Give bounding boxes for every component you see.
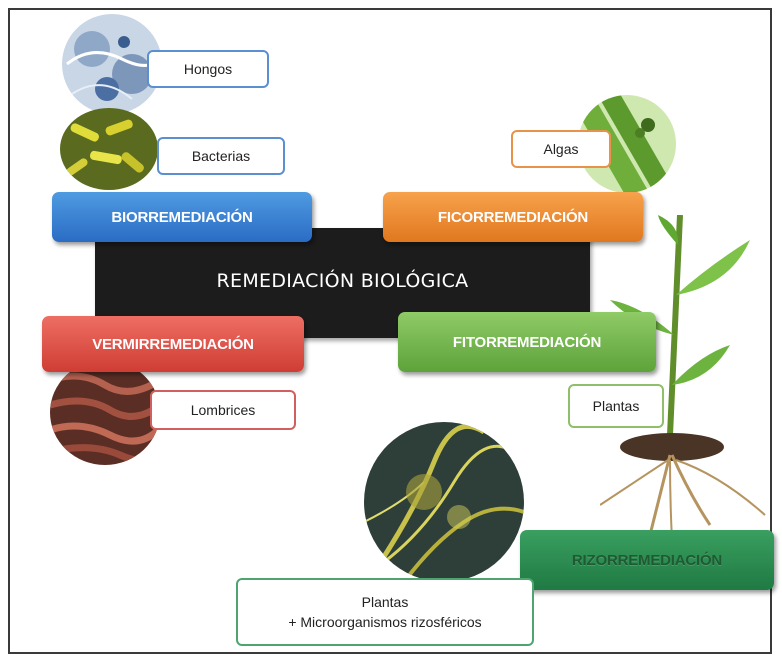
ficorremediacion-label: FICORREMEDIACIÓN (438, 209, 588, 226)
plantas-label-box: Plantas (568, 384, 664, 428)
rhizosphere-image (364, 422, 524, 582)
fitorremediacion-label: FITORREMEDIACIÓN (453, 334, 601, 351)
central-title: REMEDIACIÓN BIOLÓGICA (95, 270, 590, 292)
rizo-organisms-line1: Plantas (362, 592, 409, 612)
worms-image (50, 360, 160, 465)
fitorremediacion-box: FITORREMEDIACIÓN (398, 312, 656, 372)
vermirremediacion-box: VERMIRREMEDIACIÓN (42, 316, 304, 372)
hongos-label-box: Hongos (147, 50, 269, 88)
rizorremediacion-label: RIZORREMEDIACIÓN (572, 552, 722, 569)
lombrices-label: Lombrices (191, 402, 256, 418)
bacterias-label-box: Bacterias (157, 137, 285, 175)
bacterias-label: Bacterias (192, 148, 250, 164)
hongos-label: Hongos (184, 61, 232, 77)
rizo-organisms-line2: + Microorganismos rizosféricos (288, 612, 481, 632)
bacteria-image (60, 108, 158, 190)
ficorremediacion-box: FICORREMEDIACIÓN (383, 192, 643, 242)
biorremediacion-box: BIORREMEDIACIÓN (52, 192, 312, 242)
plantas-label: Plantas (593, 398, 640, 414)
vermirremediacion-label: VERMIRREMEDIACIÓN (92, 336, 254, 353)
algas-label: Algas (543, 141, 578, 157)
rizorremediacion-box: RIZORREMEDIACIÓN (520, 530, 774, 590)
algas-label-box: Algas (511, 130, 611, 168)
rizo-organisms-label-box: Plantas + Microorganismos rizosféricos (236, 578, 534, 646)
lombrices-label-box: Lombrices (150, 390, 296, 430)
plant-image (600, 215, 776, 545)
biorremediacion-label: BIORREMEDIACIÓN (111, 209, 252, 226)
